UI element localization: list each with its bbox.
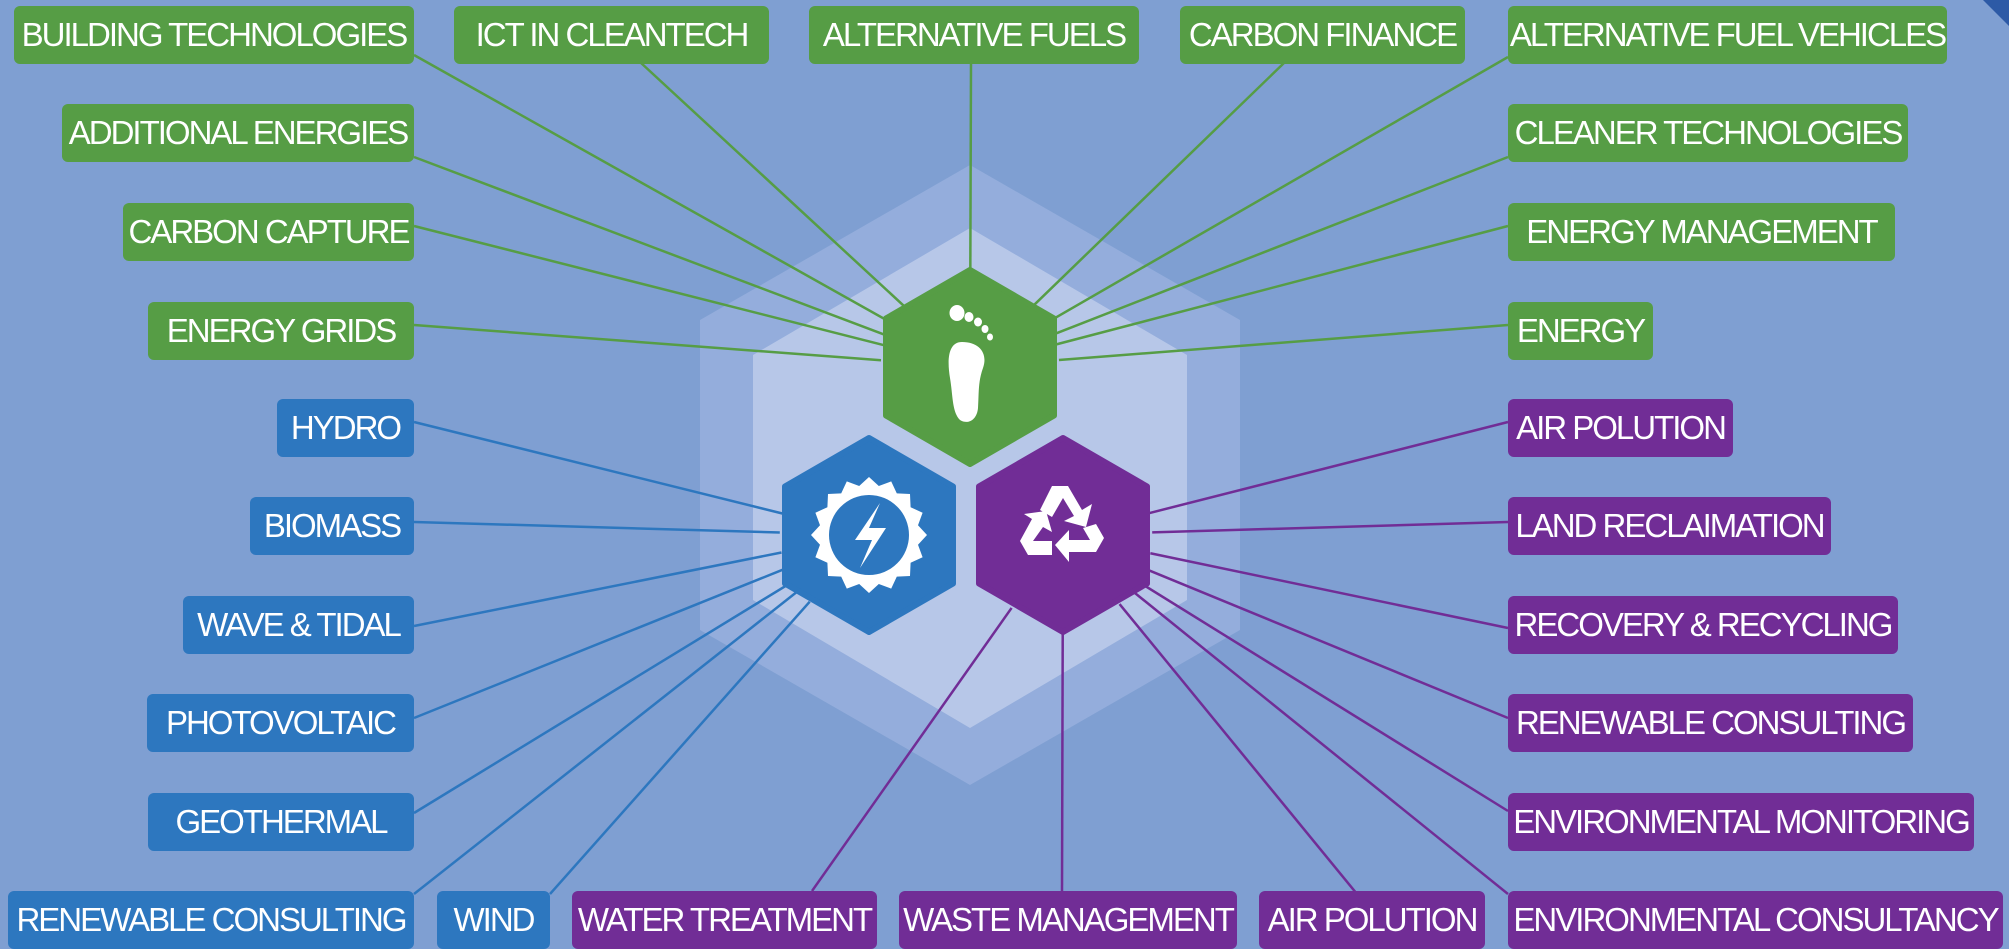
connector-blue-hydro [413,420,783,515]
connector-lines [413,53,1509,895]
connector-blue-renewable-consulting [413,589,800,895]
label-green-energy-grids: ENERGY GRIDS [148,302,414,360]
connector-green-energy-grids [413,323,882,362]
connector-purple-water-treatment [810,607,1013,892]
label-blue-geothermal: GEOTHERMAL [148,793,414,851]
connector-purple-air-polution [1149,420,1509,515]
label-blue-renewable-consulting: RENEWABLE CONSULTING [8,891,414,949]
recycle-icon [1020,486,1104,562]
connector-purple-waste-management [1060,624,1064,892]
category-hexagons [782,267,1150,635]
hexagon-purple [976,435,1150,635]
label-purple-recovery-and-recycling: RECOVERY & RECYCLING [1508,596,1898,654]
connector-green-energy-management [1056,224,1509,346]
connector-purple-environmental-consultancy [1131,590,1509,895]
label-purple-water-treatment: WATER TREATMENT [572,891,877,949]
label-green-alternative-fuel-vehicles: ALTERNATIVE FUEL VEHICLES [1508,6,1947,64]
connector-green-building-technologies [413,53,893,325]
connector-blue-biomass [413,520,780,534]
connector-green-ict-in-cleantech [639,61,906,308]
connector-purple-recovery-and-recycling [1150,552,1509,630]
label-blue-wave-and-tidal: WAVE & TIDAL [183,596,414,654]
connector-blue-wind [549,600,811,895]
label-green-carbon-capture: CARBON CAPTURE [123,203,414,261]
connector-green-cleaner-technologies [1052,155,1509,336]
connector-green-additional-energies [413,155,887,337]
label-green-carbon-finance: CARBON FINANCE [1180,6,1465,64]
label-green-energy: ENERGY [1508,302,1653,360]
connector-green-carbon-capture [413,224,884,347]
label-purple-land-reclaimation: LAND RECLAIMATION [1508,497,1831,555]
hexagon-green [883,267,1057,467]
label-blue-wind: WIND [437,891,550,949]
label-purple-environmental-consultancy: ENVIRONMENTAL CONSULTANCY [1508,891,2003,949]
connector-purple-renewable-consulting [1145,567,1509,720]
label-green-building-technologies: BUILDING TECHNOLOGIES [14,6,414,64]
connector-green-alternative-fuel-vehicles [1046,55,1509,324]
connector-blue-photovoltaic [413,567,787,720]
connector-blue-wave-and-tidal [413,551,782,628]
label-purple-renewable-consulting: RENEWABLE CONSULTING [1508,694,1913,752]
label-purple-environmental-monitoring: ENVIRONMENTAL MONITORING [1508,793,1974,851]
hexagon-blue [782,435,956,635]
label-purple-waste-management: WASTE MANAGEMENT [899,891,1237,949]
connector-purple-environmental-monitoring [1138,580,1509,813]
label-green-cleaner-technologies: CLEANER TECHNOLOGIES [1508,104,1908,162]
label-purple-air-polution: AIR POLUTION [1508,399,1733,457]
energy-bolt-icon [811,477,927,593]
label-green-energy-management: ENERGY MANAGEMENT [1508,203,1895,261]
footprint-icon [948,305,993,422]
label-blue-hydro: HYDRO [277,399,414,457]
label-blue-photovoltaic: PHOTOVOLTAIC [147,694,414,752]
label-blue-biomass: BIOMASS [250,497,414,555]
connector-purple-air-polution [1118,603,1358,895]
corner-mark [1983,0,2009,26]
label-green-alternative-fuels: ALTERNATIVE FUELS [809,6,1139,64]
connector-blue-geothermal [413,580,794,815]
connector-green-carbon-finance [1033,61,1286,306]
connector-purple-land-reclaimation [1152,520,1509,534]
connector-green-energy [1058,323,1509,362]
label-green-ict-in-cleantech: ICT IN CLEANTECH [454,6,769,64]
label-green-additional-energies: ADDITIONAL ENERGIES [62,104,414,162]
connector-green-alternative-fuels [969,61,973,278]
label-purple-air-polution: AIR POLUTION [1259,891,1485,949]
